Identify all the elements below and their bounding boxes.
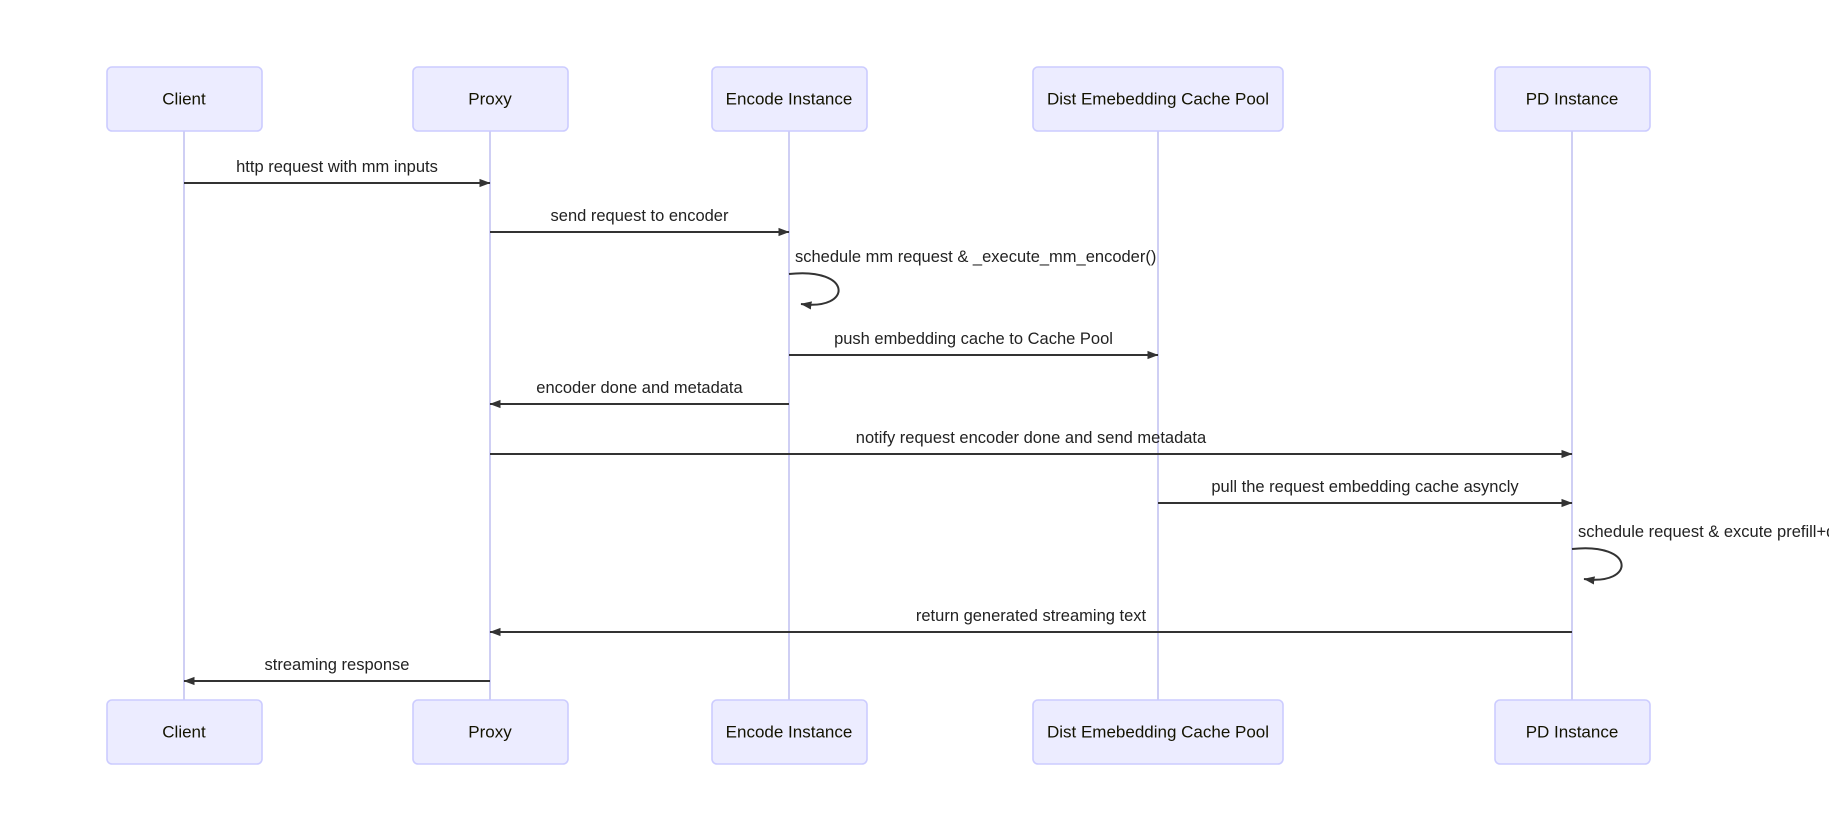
- actor-label-pd: PD Instance: [1526, 89, 1619, 108]
- message-m3[interactable]: schedule mm request & _execute_mm_encode…: [788, 248, 1156, 310]
- message-label: pull the request embedding cache asyncly: [1211, 478, 1519, 496]
- message-m9[interactable]: return generated streaming text: [489, 607, 1572, 637]
- actor-client-bottom[interactable]: Client: [106, 699, 263, 765]
- actor-client-top[interactable]: Client: [106, 66, 263, 132]
- message-label: return generated streaming text: [916, 607, 1147, 625]
- actor-label-proxy: Proxy: [468, 89, 512, 108]
- self-loop-arrow: [788, 272, 840, 310]
- message-m2[interactable]: send request to encoder: [490, 207, 790, 237]
- actor-label-encoder: Encode Instance: [726, 722, 853, 741]
- message-label: notify request encoder done and send met…: [856, 429, 1207, 447]
- actor-label-client: Client: [162, 722, 206, 741]
- message-m6[interactable]: notify request encoder done and send met…: [490, 429, 1573, 459]
- message-label: push embedding cache to Cache Pool: [834, 330, 1113, 348]
- actor-label-pool: Dist Emebedding Cache Pool: [1047, 89, 1269, 108]
- self-loop-arrow: [1571, 547, 1623, 585]
- message-m8[interactable]: schedule request & excute prefill+decode: [1571, 523, 1829, 585]
- message-label: encoder done and metadata: [536, 379, 743, 397]
- message-m10[interactable]: streaming response: [183, 656, 490, 686]
- message-label: http request with mm inputs: [236, 158, 438, 176]
- actor-pd-top[interactable]: PD Instance: [1494, 66, 1651, 132]
- actor-proxy-bottom[interactable]: Proxy: [412, 699, 569, 765]
- message-label: streaming response: [265, 656, 410, 674]
- message-m7[interactable]: pull the request embedding cache asyncly: [1158, 478, 1573, 508]
- actor-label-pool: Dist Emebedding Cache Pool: [1047, 722, 1269, 741]
- actor-pd-bottom[interactable]: PD Instance: [1494, 699, 1651, 765]
- message-label: schedule request & excute prefill+decode: [1578, 523, 1829, 541]
- actor-label-pd: PD Instance: [1526, 722, 1619, 741]
- actor-boxes-bottom: Client Proxy Encode Instance Dist Emebeddin…: [106, 699, 1651, 765]
- actor-label-proxy: Proxy: [468, 722, 512, 741]
- actor-pool-bottom[interactable]: Dist Emebedding Cache Pool: [1032, 699, 1284, 765]
- actor-encoder-top[interactable]: Encode Instance: [711, 66, 868, 132]
- message-label: schedule mm request & _execute_mm_encode…: [795, 248, 1156, 266]
- actor-pool-top[interactable]: Dist Emebedding Cache Pool: [1032, 66, 1284, 132]
- actor-label-encoder: Encode Instance: [726, 89, 853, 108]
- message-m4[interactable]: push embedding cache to Cache Pool: [789, 330, 1159, 360]
- lifelines-layer: [183, 131, 1573, 700]
- actor-encoder-bottom[interactable]: Encode Instance: [711, 699, 868, 765]
- messages-layer: http request with mm inputs send request …: [183, 158, 1829, 686]
- actor-label-client: Client: [162, 89, 206, 108]
- actor-proxy-top[interactable]: Proxy: [412, 66, 569, 132]
- message-m1[interactable]: http request with mm inputs: [184, 158, 491, 188]
- message-label: send request to encoder: [551, 207, 729, 225]
- message-m5[interactable]: encoder done and metadata: [489, 379, 789, 409]
- actor-boxes-top: Client Proxy Encode Instance Dist Emebeddin…: [106, 66, 1651, 132]
